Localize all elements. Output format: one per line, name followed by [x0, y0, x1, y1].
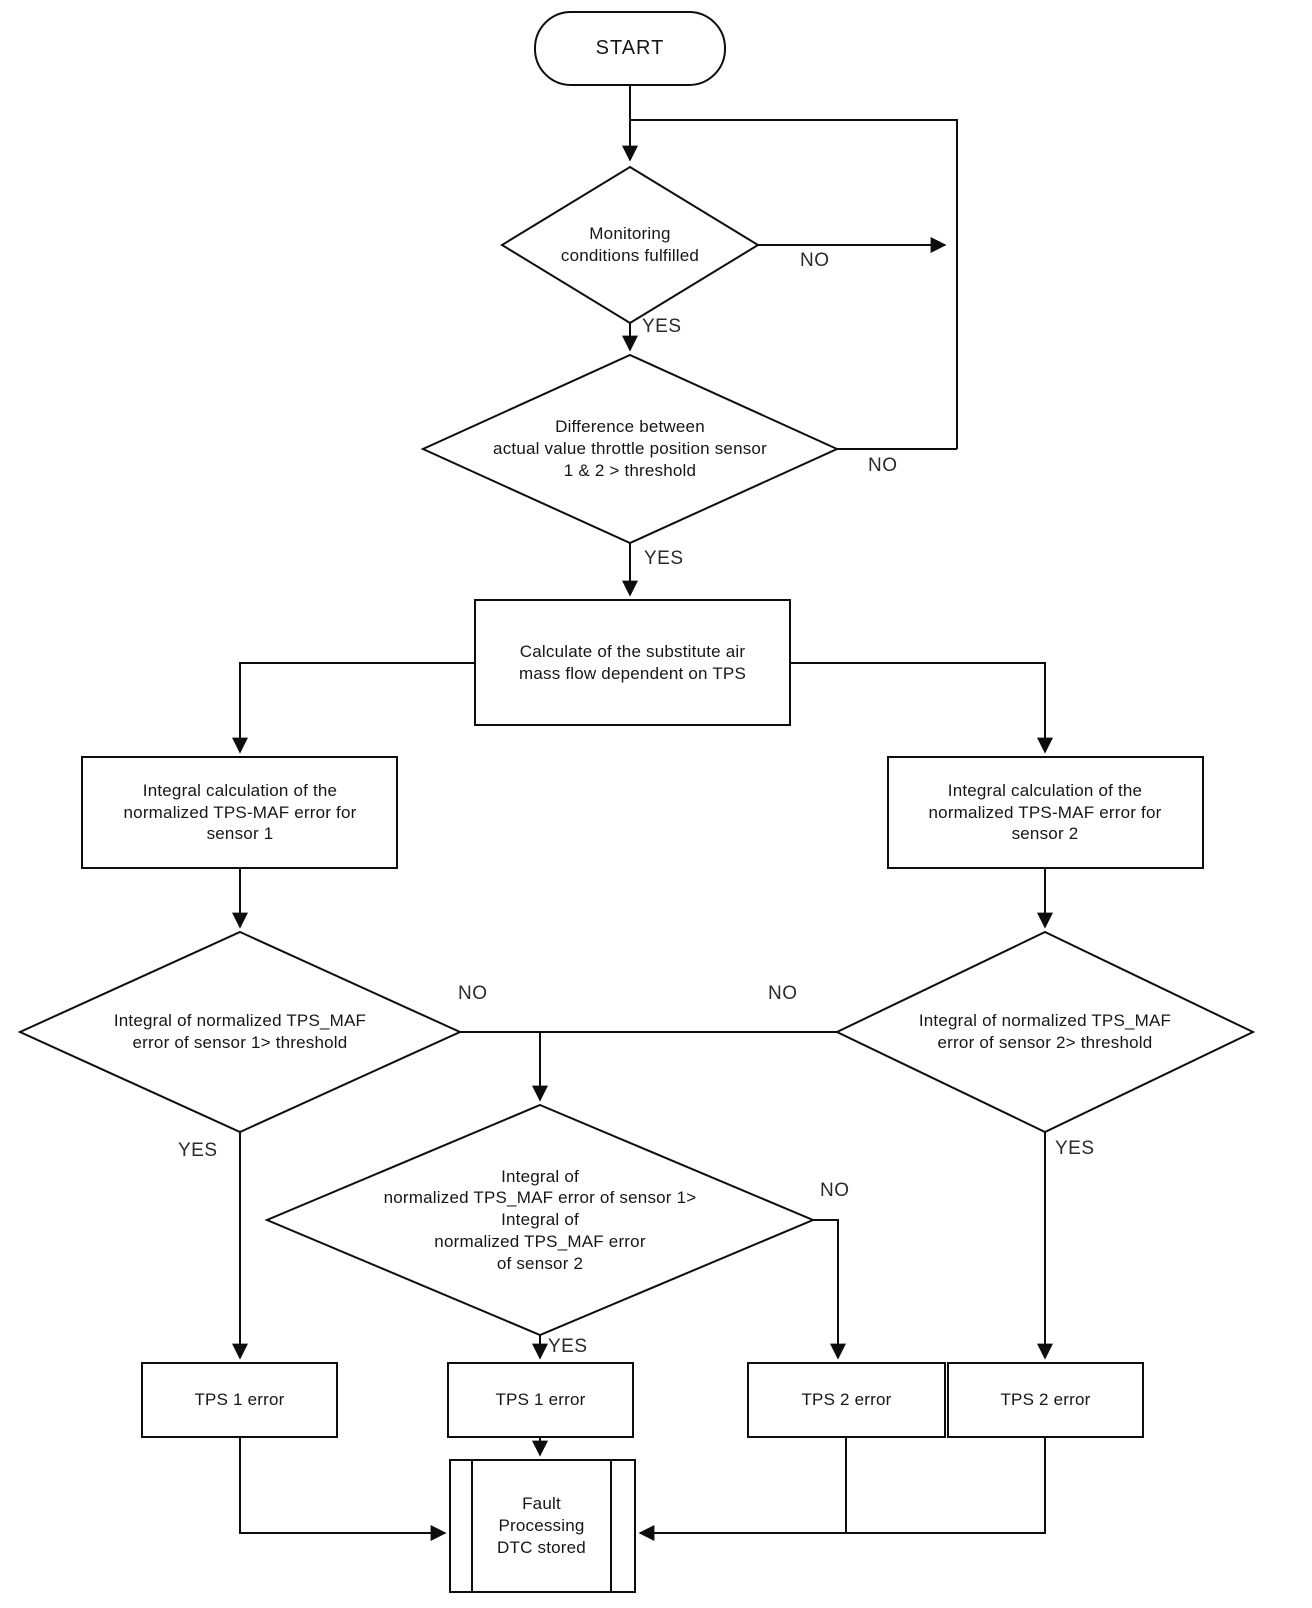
integral-sensor1-label: Integral calculation of the normalized T…	[123, 780, 357, 844]
edge-tps1a-to-fault	[239, 1437, 447, 1541]
difference-no-label: NO	[868, 455, 898, 476]
edge-tps2b-to-fault	[638, 1437, 1046, 1541]
sensor1-yes-label: YES	[178, 1140, 218, 1161]
difference-decision-label: Difference between actual value throttle…	[493, 417, 767, 480]
tps2-error-right-label: TPS 2 error	[1000, 1390, 1091, 1410]
edge-calc-to-integral2	[790, 662, 1053, 754]
compare-yes-label: YES	[548, 1336, 588, 1357]
tps2-error-right-shape	[947, 1362, 1144, 1438]
compare-integrals-decision-label: Integral of normalized TPS_MAF error of …	[383, 1166, 697, 1273]
tps1-error-center-label: TPS 1 error	[495, 1390, 586, 1410]
monitoring-decision-label: Monitoring conditions fulfilled	[560, 224, 700, 265]
monitoring-no-label: NO	[800, 250, 830, 271]
monitoring-decision-shape	[500, 165, 760, 325]
integral-sensor1-shape	[81, 756, 398, 869]
difference-decision-shape	[420, 353, 840, 545]
fault-processing-shape	[449, 1459, 636, 1593]
sensor1-no-label: NO	[458, 983, 488, 1004]
tps2-error-center-shape	[747, 1362, 946, 1438]
integral-sensor2-shape	[887, 756, 1204, 869]
start-node-label: START	[595, 36, 665, 59]
compare-no-label: NO	[820, 1180, 850, 1201]
compare-integrals-decision-shape	[264, 1103, 816, 1337]
integral-sensor2-label: Integral calculation of the normalized T…	[928, 780, 1162, 844]
edge-calc-to-integral1	[232, 662, 475, 754]
tps2-error-center-label: TPS 2 error	[801, 1390, 892, 1410]
fault-processing-label: Fault Processing DTC stored	[497, 1494, 586, 1557]
edge-no-return-loop	[630, 119, 958, 449]
sensor2-no-label: NO	[768, 983, 798, 1004]
tps1-error-center-shape	[447, 1362, 634, 1438]
threshold-sensor1-decision-label: Integral of normalized TPS_MAF error of …	[113, 1011, 367, 1052]
threshold-sensor2-decision-label: Integral of normalized TPS_MAF error of …	[918, 1011, 1172, 1052]
difference-yes-label: YES	[644, 548, 684, 569]
monitoring-yes-label: YES	[642, 316, 682, 337]
tps1-error-left-shape	[141, 1362, 338, 1438]
start-node-shape	[534, 11, 726, 86]
tps1-error-left-label: TPS 1 error	[194, 1390, 285, 1410]
calc-substitute-air-shape	[474, 599, 791, 726]
sensor2-yes-label: YES	[1055, 1138, 1095, 1159]
edge-compare-no	[813, 1219, 846, 1360]
threshold-sensor1-decision-shape	[17, 930, 463, 1134]
calc-substitute-air-label: Calculate of the substitute air mass flo…	[519, 641, 746, 683]
threshold-sensor2-decision-shape	[834, 930, 1256, 1134]
